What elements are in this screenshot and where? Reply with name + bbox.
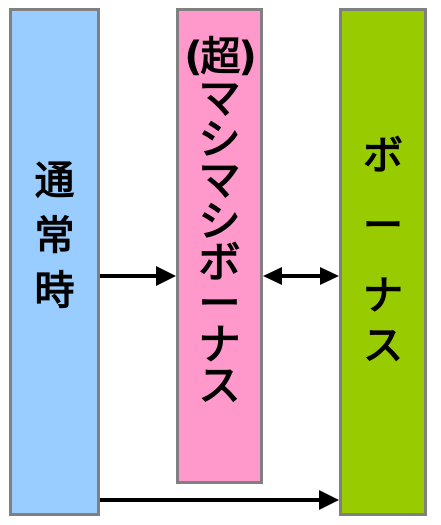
bonus-label-char: ー (363, 203, 403, 249)
normal-label-char: 時 (34, 268, 75, 314)
normal-state-label: 通 常 時 (12, 161, 97, 326)
bonus-label: ボ ー ナ ス (342, 136, 424, 376)
arrow-normal-to-super (100, 266, 176, 286)
super-label-char: ス (198, 361, 241, 410)
normal-label-char: 通 (34, 158, 75, 204)
bonus-label-char: ス (363, 323, 403, 369)
super-bonus-label: (超) マ シ マ シ ボ ー ナ ス (179, 34, 260, 410)
arrow-super-bonus-bidirectional (263, 267, 339, 285)
super-label-char: マ (198, 74, 241, 123)
super-label-char: シ (198, 115, 241, 164)
normal-label-char: 常 (34, 213, 75, 259)
bonus-label-char: ナ (363, 273, 403, 319)
super-label-char: ー (198, 279, 241, 328)
bonus-label-char: ボ (363, 133, 403, 179)
arrow-normal-to-bonus (100, 490, 339, 510)
super-label-char: マ (198, 156, 241, 205)
normal-state-box: 通 常 時 (9, 8, 100, 516)
super-label-char: ボ (198, 238, 241, 287)
super-label-char: シ (198, 197, 241, 246)
super-label-char: ナ (198, 320, 241, 369)
super-label-prefix: (超) (184, 34, 257, 80)
super-bonus-box: (超) マ シ マ シ ボ ー ナ ス (176, 8, 263, 484)
bonus-box: ボ ー ナ ス (339, 8, 427, 516)
